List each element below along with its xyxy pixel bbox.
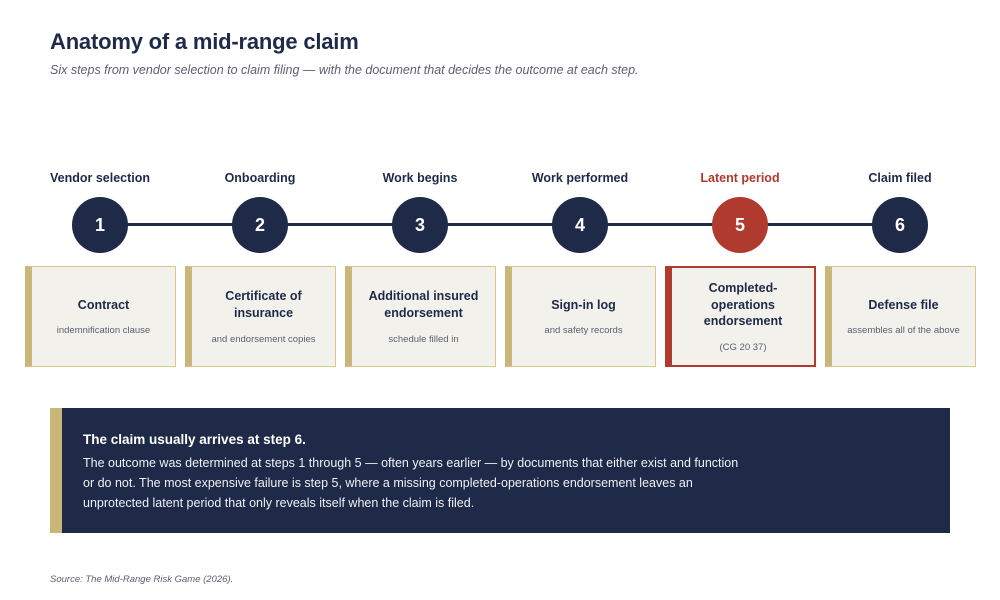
step-number-circle: 3 — [392, 197, 448, 253]
document-card-subtitle: assembles all of the above — [847, 325, 960, 337]
step-label: Onboarding — [224, 171, 296, 185]
step-number-circle: 4 — [552, 197, 608, 253]
step-number-circle: 1 — [72, 197, 128, 253]
step-label: Work begins — [382, 171, 458, 185]
page-subtitle: Six steps from vendor selection to claim… — [50, 63, 639, 77]
document-card-title: Additional insured endorsement — [368, 289, 479, 320]
step-label: Latent period — [700, 171, 780, 185]
document-card-subtitle: and endorsement copies — [211, 333, 316, 345]
source-note: Source: The Mid-Range Risk Game (2026). — [50, 574, 234, 585]
document-card-subtitle: and safety records — [544, 325, 623, 337]
page-title: Anatomy of a mid-range claim — [50, 29, 359, 54]
document-card-title: Certificate of insurance — [225, 289, 302, 320]
step-number-circle: 6 — [872, 197, 928, 253]
document-card-title: Defense file — [868, 297, 939, 312]
callout-title: The claim usually arrives at step 6. — [83, 432, 306, 447]
document-card: Sign-in log and safety records — [505, 266, 656, 367]
document-card: Certificate of insurance and endorsement … — [185, 266, 336, 367]
document-card-subtitle: schedule filled in — [388, 333, 459, 345]
step-label: Vendor selection — [49, 171, 151, 185]
document-card: Defense file assembles all of the above — [825, 266, 976, 367]
step-label: Work performed — [531, 171, 629, 185]
document-card: Contract indemnification clause — [25, 266, 176, 367]
callout-box: The claim usually arrives at step 6. The… — [50, 408, 950, 533]
document-card-title: Completed-operations endorsement — [703, 280, 783, 329]
document-card: Completed-operations endorsement (CG 20 3… — [665, 266, 816, 367]
step-label: Claim filed — [868, 171, 932, 185]
callout-body: The outcome was determined at steps 1 th… — [83, 456, 739, 510]
document-card: Additional insured endorsement schedule f… — [345, 266, 496, 367]
step-number-circle: 2 — [232, 197, 288, 253]
document-card-title: Contract — [77, 297, 130, 312]
document-card-subtitle: indemnification clause — [56, 325, 151, 337]
document-card-subtitle: (CG 20 37) — [719, 342, 767, 354]
step-number-circle: 5 — [712, 197, 768, 253]
timeline-track — [100, 223, 900, 226]
document-card-title: Sign-in log — [551, 297, 616, 312]
